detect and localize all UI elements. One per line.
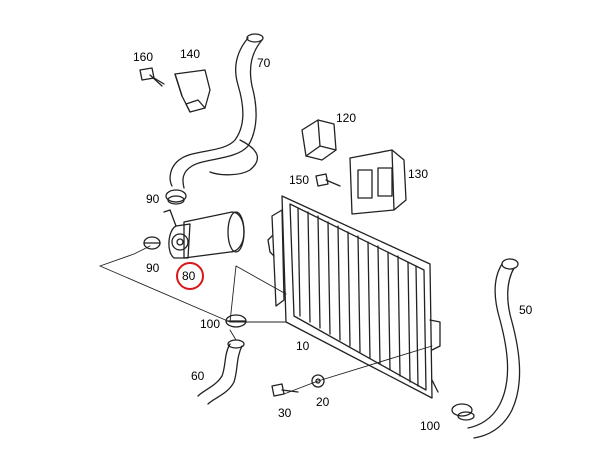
label-50: 50	[519, 303, 533, 317]
hose-60	[197, 339, 245, 405]
label-100-right: 100	[420, 419, 441, 433]
label-120: 120	[336, 111, 357, 125]
pump-80	[163, 209, 245, 259]
condenser-10	[267, 195, 441, 399]
label-140: 140	[180, 47, 201, 61]
label-30: 30	[278, 406, 292, 420]
bracket-140	[174, 69, 211, 113]
bolt-160	[139, 67, 165, 87]
bracket-130	[349, 149, 407, 215]
nut-20	[311, 374, 325, 388]
leader-lines	[99, 245, 433, 395]
label-80: 80	[182, 269, 196, 283]
hose-50	[467, 258, 521, 439]
clamp-90-upper	[165, 189, 187, 205]
clamp-90-lower	[143, 236, 161, 250]
clamp-100-right	[451, 403, 475, 421]
label-90-lower: 90	[146, 261, 160, 275]
hose-70	[169, 33, 264, 189]
bolt-150	[315, 173, 341, 187]
label-100-center: 100	[200, 317, 221, 331]
highlight-circle	[176, 262, 204, 290]
label-130: 130	[408, 167, 429, 181]
label-160: 160	[133, 50, 154, 64]
label-90-upper: 90	[146, 192, 160, 206]
clamp-100-center	[225, 314, 247, 328]
label-20: 20	[316, 395, 330, 409]
label-10: 10	[296, 339, 310, 353]
label-150: 150	[289, 173, 310, 187]
clip-120	[301, 119, 337, 161]
label-60: 60	[191, 369, 205, 383]
label-70: 70	[257, 56, 271, 70]
